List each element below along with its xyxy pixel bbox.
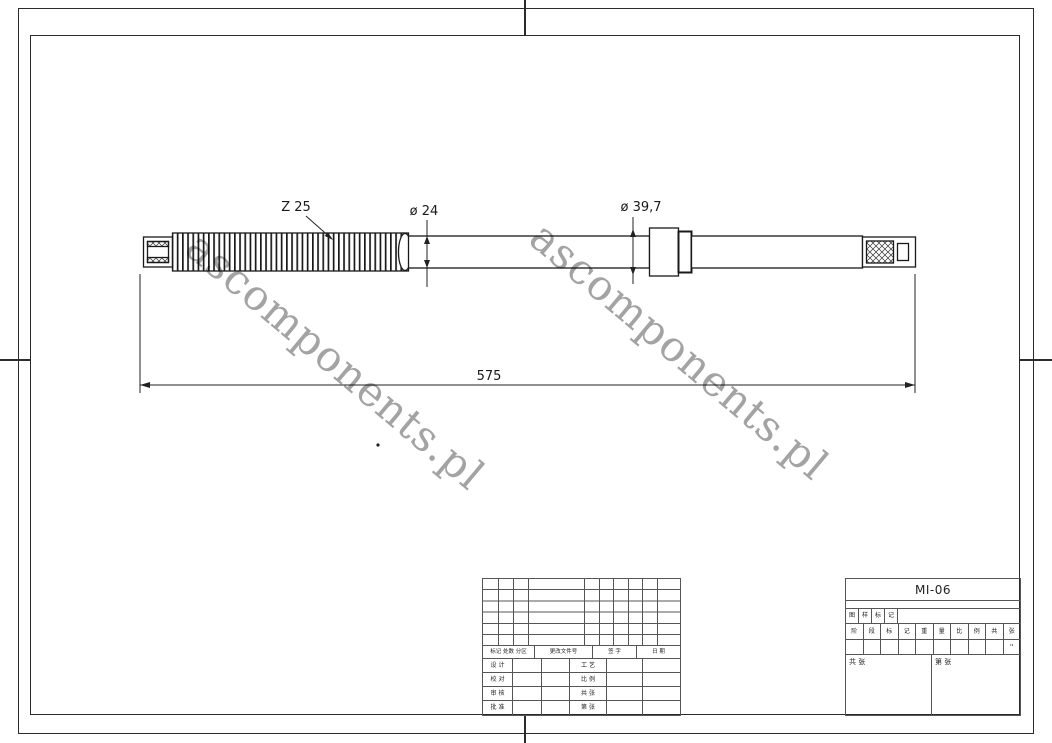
tb-cell: 标 — [881, 624, 899, 639]
tb-cell — [846, 640, 864, 654]
right-end-slot — [896, 242, 910, 262]
tb-cell — [899, 640, 916, 654]
tb-cell: 阶 — [846, 624, 864, 639]
title-block-left: 标记 处数 分区 更改文件号 签 字 日 期 设 计 工 艺 校 对 比 例 审… — [482, 578, 681, 716]
tb-cell — [513, 687, 542, 701]
tb-spacer-row — [846, 601, 1020, 609]
tb-cell: 量 — [934, 624, 951, 639]
tb-cell: 样 — [859, 609, 872, 623]
spline-section — [171, 232, 410, 272]
tb-cell: '' — [1009, 643, 1014, 651]
tb-cell: 重 — [916, 624, 934, 639]
tb-cell: 设 计 — [483, 659, 513, 673]
tb-cell — [951, 640, 969, 654]
tb-cell — [916, 640, 934, 654]
right-end-hatch — [865, 240, 895, 264]
tb-char-row: 阶 段 标 记 重 量 比 例 共 张 — [846, 624, 1020, 640]
tb-cell — [607, 659, 643, 673]
tb-cell — [969, 640, 986, 654]
tb-empty-row: '' — [846, 640, 1020, 655]
stray-dot — [376, 443, 380, 447]
tb-cell — [643, 659, 680, 673]
tb-cell: 审 核 — [483, 687, 513, 701]
tb-cell: 比 例 — [570, 673, 607, 687]
inner-border — [30, 35, 1020, 715]
centering-mark-top — [524, 0, 526, 35]
tb-cell — [643, 673, 680, 687]
collar-ring — [677, 230, 693, 274]
tb-cell: 共 张 — [570, 687, 607, 701]
tb-cell: 记 — [885, 609, 898, 623]
left-end-hatch-bottom — [146, 256, 170, 264]
tb-cell: 共 — [986, 624, 1004, 639]
tb-cell — [643, 701, 680, 715]
tb-cell — [607, 673, 643, 687]
tb-cell: 例 — [969, 624, 986, 639]
tb-cell — [607, 687, 643, 701]
tb-cell — [542, 687, 570, 701]
tb-cell — [643, 687, 680, 701]
outer-border — [18, 8, 1034, 734]
centering-mark-left — [0, 359, 30, 361]
tb-header-cell: 标记 处数 分区 — [483, 646, 535, 658]
revision-grid — [483, 579, 680, 646]
tb-cell — [864, 640, 881, 654]
tb-cell: 批 准 — [483, 701, 513, 715]
centering-mark-right — [1020, 359, 1052, 361]
tb-cell: 比 — [951, 624, 969, 639]
tb-header-cell: 更改文件号 — [535, 646, 593, 658]
tb-cell: 校 对 — [483, 673, 513, 687]
dim-label-d397: ø 39,7 — [620, 200, 661, 215]
dim-label-d24: ø 24 — [410, 204, 439, 219]
title-block-right: MI-06 图 样 标 记 阶 段 标 记 重 量 比 例 共 张 — [845, 578, 1021, 716]
tb-bottom-row: 共 张 第 张 — [846, 655, 1020, 715]
dim-label-z25: Z 25 — [281, 200, 311, 215]
part-number: MI-06 — [846, 579, 1020, 601]
tb-cell: 第 张 — [570, 701, 607, 715]
dim-label-575: 575 — [477, 369, 502, 384]
tb-cell — [513, 673, 542, 687]
tb-cell: 记 — [899, 624, 916, 639]
tb-mini-row: 图 样 标 记 — [846, 609, 1020, 624]
tb-cell: 共 张 — [846, 655, 932, 715]
tb-cell: 标 — [872, 609, 885, 623]
tb-cell: 图 — [846, 609, 859, 623]
collar — [648, 227, 680, 277]
left-end-hatch-top — [146, 240, 170, 248]
tb-cell — [542, 673, 570, 687]
tb-cell — [607, 701, 643, 715]
tb-cell — [934, 640, 951, 654]
shaft-mid — [407, 235, 651, 269]
tb-cell — [513, 701, 542, 715]
dimension-arrows — [140, 229, 915, 447]
signature-grid: 设 计 工 艺 校 对 比 例 审 核 共 张 批 准 第 张 — [483, 659, 680, 715]
tb-cell — [542, 659, 570, 673]
centering-mark-bottom — [524, 715, 526, 743]
tb-cell: 张 — [1008, 628, 1015, 635]
tb-header-cell: 日 期 — [652, 649, 665, 655]
tb-header-cell: 签 字 — [593, 646, 637, 658]
tb-cell — [881, 640, 899, 654]
tb-cell — [513, 659, 542, 673]
tb-cell — [542, 701, 570, 715]
revision-header-row: 标记 处数 分区 更改文件号 签 字 日 期 — [483, 646, 680, 659]
tb-cell: 段 — [864, 624, 881, 639]
tb-cell: 工 艺 — [570, 659, 607, 673]
tb-cell: 第 张 — [935, 658, 952, 666]
shaft-right — [690, 235, 864, 269]
tb-cell — [986, 640, 1004, 654]
